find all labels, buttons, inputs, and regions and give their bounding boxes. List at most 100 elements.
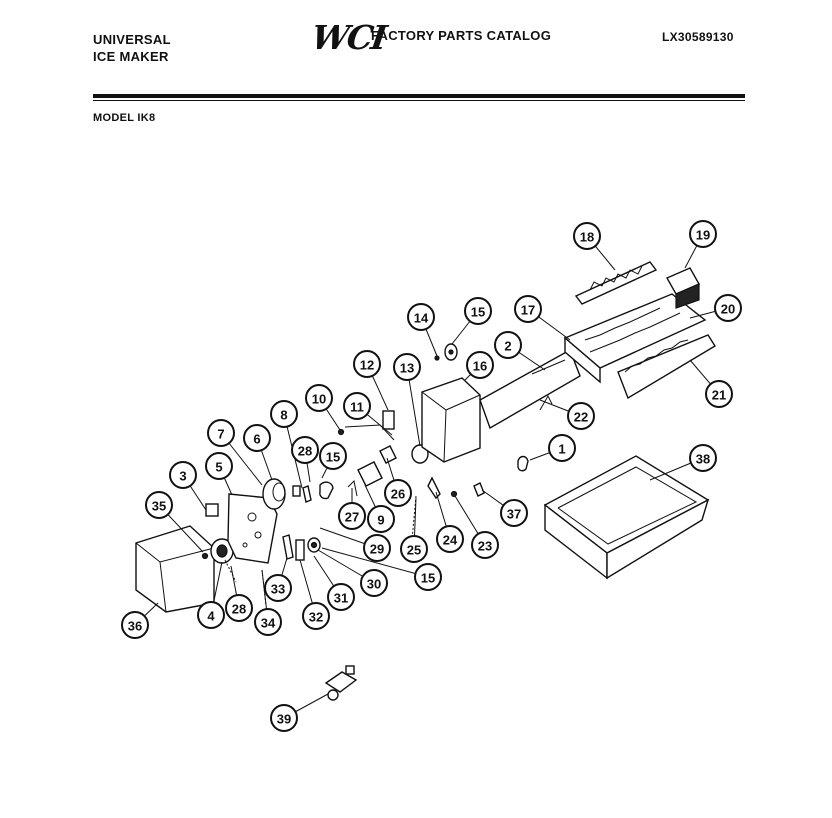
callout-circle [338,502,366,530]
callout-11: 11 [343,392,371,420]
callout-7: 7 [207,419,235,447]
callout-number: 19 [696,228,710,243]
callout-number: 2 [504,339,511,354]
callout-circle [714,294,742,322]
callout-17: 17 [514,295,542,323]
callout-number: 9 [377,513,384,528]
part-22-heater-frame [479,348,581,430]
callout-number: 15 [326,450,340,465]
part-16-housing [421,343,481,463]
callout-number: 6 [253,432,260,447]
callout-number: 26 [391,487,405,502]
callout-34: 34 [254,608,282,636]
callout-36: 36 [121,611,149,639]
callout-number: 24 [443,533,458,548]
callout-circle [243,424,271,452]
callout-5: 5 [205,452,233,480]
callout-14: 14 [407,303,435,331]
callout-32: 32 [302,602,330,630]
callout-9: 9 [367,505,395,533]
callout-circle [436,525,464,553]
callout-circle [302,602,330,630]
callout-24: 24 [436,525,464,553]
callout-number: 25 [407,543,421,558]
callout-circle [705,380,733,408]
callout-circle [270,704,298,732]
callout-circle [270,400,298,428]
callout-number: 29 [370,542,384,557]
callout-number: 32 [309,610,323,625]
callout-circle [548,434,576,462]
callout-circle [500,499,528,527]
part-6-motor [262,478,312,510]
callout-18: 18 [573,222,601,250]
callout-12: 12 [353,350,381,378]
callout-circle [264,574,292,602]
parts-9-26-27 [319,445,397,500]
callout-number: 13 [400,361,414,376]
callout-circle [305,384,333,412]
ice-maker-parts-artwork [135,261,716,701]
callout-13: 13 [393,353,421,381]
callout-20: 20 [714,294,742,322]
part-18-ejector [574,261,658,305]
callout-number: 18 [580,230,594,245]
callout-3: 3 [169,461,197,489]
callout-number: 15 [421,571,435,586]
callout-number: 10 [312,392,326,407]
callout-number: 3 [179,469,186,484]
callout-25: 25 [400,535,428,563]
callout-number: 33 [271,582,285,597]
callout-33: 33 [264,574,292,602]
parts-30-33-small [282,534,321,561]
callout-circle [319,442,347,470]
callout-circle [367,505,395,533]
callout-circle [494,331,522,359]
callout-circle [514,295,542,323]
model-label: MODEL IK8 [93,112,156,124]
callout-number: 14 [414,311,429,326]
callout-circle [327,583,355,611]
callout-number: 31 [334,591,348,606]
callout-10: 10 [305,384,333,412]
callout-number: 34 [261,616,276,631]
callout-circle [400,535,428,563]
callout-number: 28 [232,602,246,617]
callout-21: 21 [705,380,733,408]
callout-circle [343,392,371,420]
callout-number: 35 [152,499,166,514]
callout-number: 36 [128,619,142,634]
part-38-ice-bin [543,455,710,580]
callout-circle [363,534,391,562]
callout-circle [291,436,319,464]
callout-number: 27 [345,510,359,525]
callout-15: 15 [319,442,347,470]
callout-circle [471,531,499,559]
callout-15: 15 [414,563,442,591]
callout-38: 38 [689,444,717,472]
part-39-water-valve [324,665,358,701]
callout-number: 39 [277,712,291,727]
callout-22: 22 [567,402,595,430]
callout-circle [169,461,197,489]
callout-circle [689,220,717,248]
callout-39: 39 [270,704,298,732]
callout-28: 28 [291,436,319,464]
callout-number: 4 [207,609,215,624]
callout-circle [689,444,717,472]
callout-31: 31 [327,583,355,611]
leader-line-15 [321,547,429,578]
callout-4: 4 [197,601,225,629]
callout-circle [414,563,442,591]
callout-number: 11 [350,400,364,415]
callout-circle [207,419,235,447]
callout-number: 21 [712,388,726,403]
header-rule-thin [93,100,745,101]
part-17-mold [531,293,707,384]
callout-circle [360,569,388,597]
callout-circle [121,611,149,639]
callout-37: 37 [500,499,528,527]
